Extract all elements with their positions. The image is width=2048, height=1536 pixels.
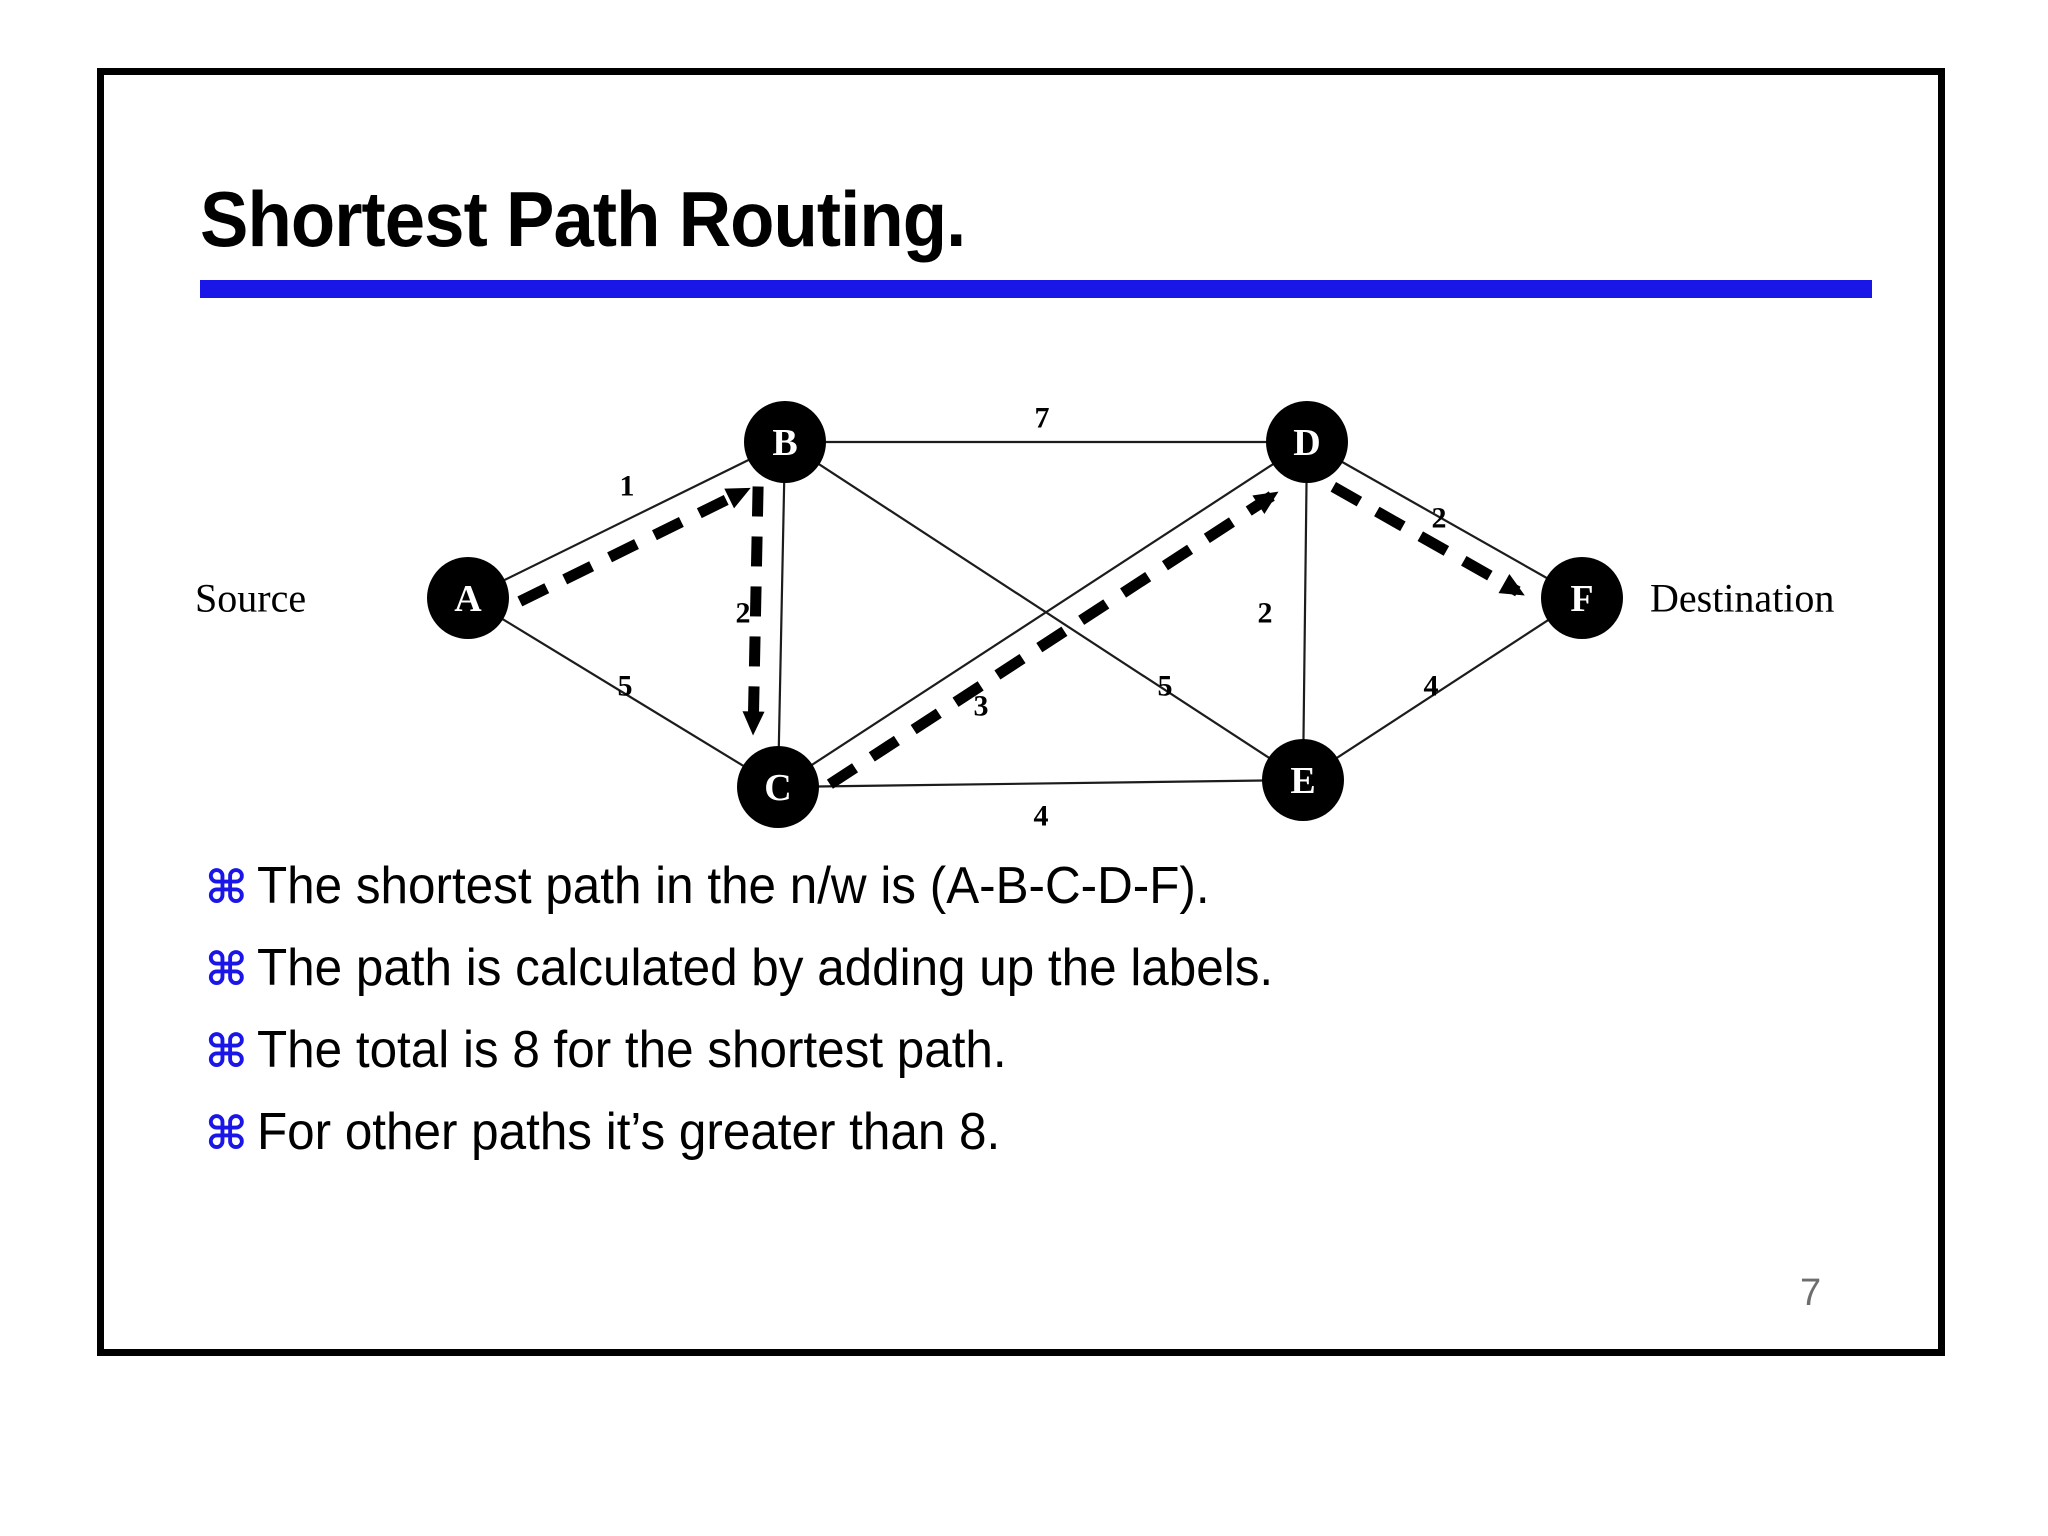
page-number: 7 [1800,1272,1822,1314]
bullet-item-text: The shortest path in the n/w is (A-B-C-D… [257,857,1210,915]
title-underline-rule [200,280,1872,298]
title-block: Shortest Path Routing. [200,180,1880,320]
page-title: Shortest Path Routing. [200,175,966,263]
bullet-item-text: For other paths it’s greater than 8. [257,1103,1001,1161]
bullet-item-text: The total is 8 for the shortest path. [257,1021,1007,1079]
command-bullet-icon: ⌘ [205,860,248,914]
bullet-item: ⌘The total is 8 for the shortest path. [205,1024,1805,1106]
bullet-item-text: The path is calculated by adding up the … [257,939,1274,997]
command-bullet-icon: ⌘ [205,1106,248,1160]
command-bullet-icon: ⌘ [205,1024,248,1078]
bullet-item: ⌘For other paths it’s greater than 8. [205,1106,1805,1188]
bullet-item: ⌘The shortest path in the n/w is (A-B-C-… [205,860,1805,942]
bullet-item: ⌘The path is calculated by adding up the… [205,942,1805,1024]
bullet-list: ⌘The shortest path in the n/w is (A-B-C-… [205,860,1805,1188]
command-bullet-icon: ⌘ [205,942,248,996]
